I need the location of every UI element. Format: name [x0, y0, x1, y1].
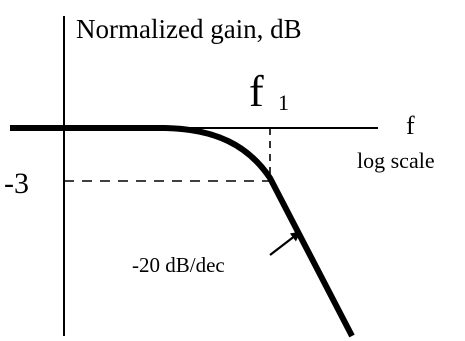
- slope-annotation-arrow: [269, 231, 301, 256]
- slope-annotation-label: -20 dB/dec: [132, 253, 225, 277]
- corner-frequency-label: f: [249, 67, 264, 116]
- x-axis-symbol: f: [406, 111, 415, 140]
- gain-response-curve: [10, 125, 355, 338]
- corner-frequency-subscript: 1: [278, 90, 289, 115]
- x-axis-scale-note: log scale: [357, 148, 435, 173]
- y-axis-label: Normalized gain, dB: [76, 14, 302, 44]
- minus-3-level-label: -3: [4, 167, 29, 200]
